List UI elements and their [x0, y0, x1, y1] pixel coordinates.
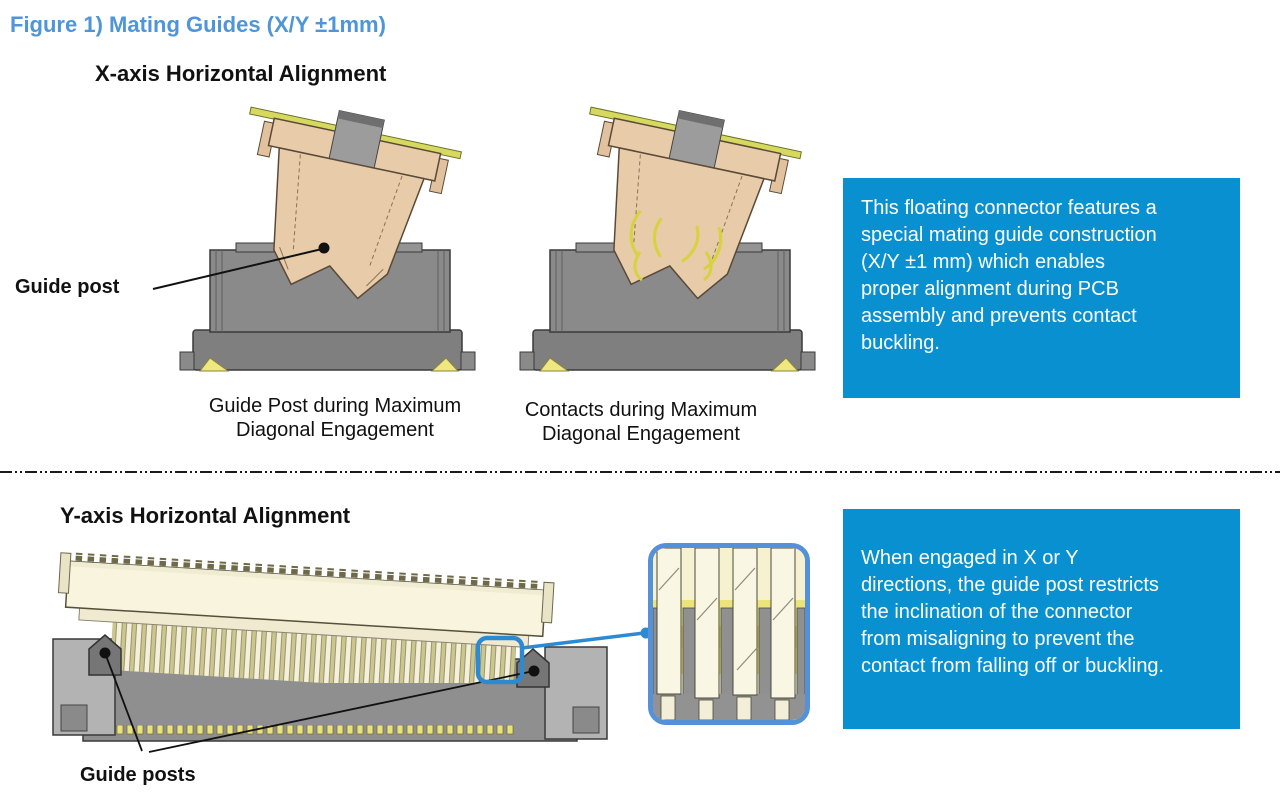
- caption-contacts: Contacts during Maximum Diagonal Engagem…: [491, 398, 791, 446]
- solder-foot: [198, 357, 230, 372]
- solder-foot: [538, 357, 570, 372]
- detail-leader-line: [521, 631, 645, 650]
- guide-post-leader-line: [152, 248, 323, 290]
- y-plug: [57, 552, 555, 695]
- note-line: (X/Y ±1 mm) which enables: [861, 251, 1106, 273]
- smt-lead-row: [74, 552, 541, 590]
- caption-line: Diagonal Engagement: [542, 423, 740, 445]
- note-line: buckling.: [861, 332, 940, 354]
- note-line: directions, the guide post restricts: [861, 574, 1159, 596]
- note-line: special mating guide construction: [861, 224, 1157, 246]
- leader-dot: [318, 242, 330, 254]
- contact-detail-drawing: [653, 548, 805, 720]
- solder-foot: [770, 357, 800, 372]
- note-line: assembly and prevents contact: [861, 305, 1137, 327]
- figure-title: Figure 1) Mating Guides (X/Y ±1mm): [10, 12, 386, 37]
- note-line: contact from falling off or buckling.: [861, 655, 1165, 677]
- x-axis-note-box: This floating connector features a speci…: [843, 178, 1240, 398]
- section-divider: [0, 471, 1280, 473]
- plug: [589, 106, 802, 300]
- y-axis-connector-figure: [52, 552, 652, 753]
- note-line: from misaligning to prevent the: [861, 628, 1135, 650]
- solder-foot: [430, 357, 460, 372]
- leader-dot: [528, 665, 540, 677]
- guide-posts-leader-line: [104, 652, 143, 752]
- contact-detail-inset: [648, 543, 810, 725]
- caption-line: Diagonal Engagement: [236, 419, 434, 441]
- leader-dot: [99, 647, 111, 659]
- x-axis-guide-post-figure: [152, 106, 476, 372]
- caption-line: Contacts during Maximum: [524, 399, 758, 421]
- caption-line: Guide Post during Maximum: [208, 395, 462, 417]
- plug: [249, 106, 462, 300]
- note-line: the inclination of the connector: [861, 601, 1133, 623]
- y-axis-note-box: When engaged in X or Y directions, the g…: [843, 509, 1240, 729]
- highlight-box: [475, 635, 525, 685]
- contact-springs: [629, 209, 723, 271]
- guide-posts-label: Guide posts: [80, 764, 196, 786]
- pin-row: [115, 725, 515, 735]
- note-line: proper alignment during PCB: [861, 278, 1119, 300]
- x-axis-contacts-figure: [519, 106, 816, 372]
- note-line: This floating connector features a: [861, 197, 1157, 219]
- x-axis-heading: X-axis Horizontal Alignment: [95, 61, 387, 86]
- contact-springs: [633, 251, 713, 282]
- guide-post-label: Guide post: [15, 276, 120, 298]
- y-axis-heading: Y-axis Horizontal Alignment: [60, 503, 351, 528]
- guide-posts-leader-line: [148, 670, 535, 753]
- caption-guide-post: Guide Post during Maximum Diagonal Engag…: [175, 394, 495, 442]
- note-line: When engaged in X or Y: [861, 547, 1079, 569]
